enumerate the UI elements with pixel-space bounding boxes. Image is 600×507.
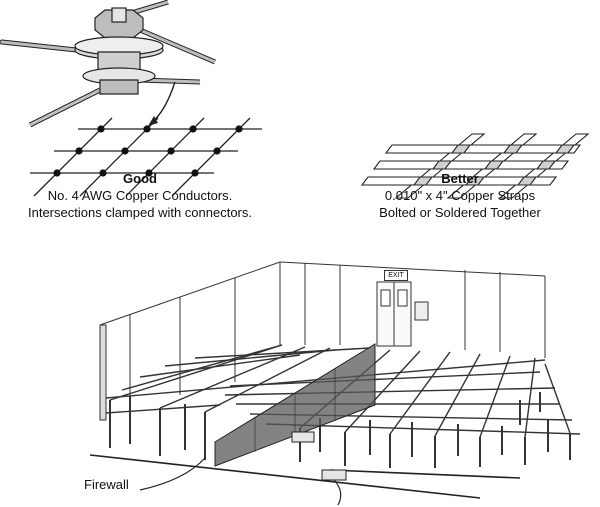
clamp-connector-illustration: [0, 0, 216, 128]
firewall-pointer-line: [139, 457, 206, 491]
exit-sign: EXIT: [384, 270, 408, 281]
ground-junction-box: [321, 469, 347, 481]
good-line-2: Intersections clamped with connectors.: [28, 205, 252, 220]
room-illustration: [89, 261, 581, 506]
better-line-1: 0.010" x 4" Copper Straps: [384, 188, 536, 203]
ground-junction-box: [291, 431, 315, 443]
grid-connector-dots: [53, 125, 243, 177]
exit-door: [376, 281, 429, 347]
floor-pedestals: [109, 392, 571, 468]
good-caption: Good No. 4 AWG Copper Conductors. Inters…: [10, 170, 270, 221]
good-title: Good: [123, 171, 157, 186]
good-line-1: No. 4 AWG Copper Conductors.: [47, 188, 233, 203]
better-caption: Better 0.010" x 4" Copper Straps Bolted …: [330, 170, 590, 221]
better-title: Better: [441, 171, 479, 186]
firewall-label: Firewall: [84, 477, 129, 492]
better-line-2: Bolted or Soldered Together: [379, 205, 541, 220]
better-strap-grid: [360, 133, 590, 199]
